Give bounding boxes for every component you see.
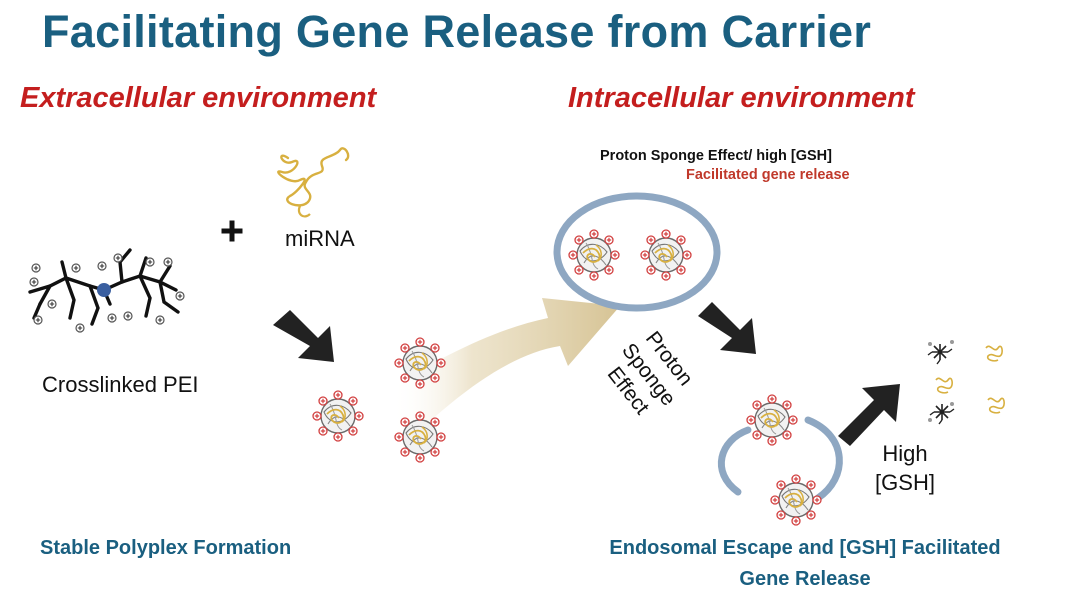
- extracellular-heading: Extracellular environment: [20, 82, 377, 114]
- caption-left: Stable Polyplex Formation: [40, 537, 292, 559]
- pei-label: Crosslinked PEI: [42, 372, 199, 397]
- arrow-escape-icon: [698, 302, 756, 354]
- endosome-oval: [553, 192, 721, 312]
- arrow-endocytosis-icon: [392, 298, 620, 435]
- mirna-label: miRNA: [285, 226, 355, 251]
- arrow-release-icon: [838, 384, 900, 446]
- ruptured-endosome-arc-right: [804, 416, 843, 502]
- pei-crosslink-node: [97, 283, 111, 297]
- plus-icon: [221, 220, 243, 242]
- intracellular-heading: Intracellular environment: [568, 82, 915, 114]
- caption-right-line2: Gene Release: [739, 568, 871, 590]
- high-label: High: [882, 441, 928, 466]
- arrow-formation-icon: [273, 310, 334, 362]
- caption-right-line1: Endosomal Escape and [GSH] Facilitated: [609, 537, 1001, 559]
- released-components: [927, 340, 1005, 425]
- gsh-label: [GSH]: [875, 470, 935, 495]
- mirna-strand-icon: [277, 147, 350, 218]
- polyplex-group-endosome: [569, 230, 691, 280]
- polyplex-group-escape: [747, 395, 821, 525]
- ruptured-endosome-arc-left: [717, 426, 752, 496]
- page-title: Facilitating Gene Release from Carrier: [42, 6, 872, 57]
- sponge-subheader: Facilitated gene release: [686, 167, 850, 183]
- sponge-header: Proton Sponge Effect/ high [GSH]: [600, 148, 832, 164]
